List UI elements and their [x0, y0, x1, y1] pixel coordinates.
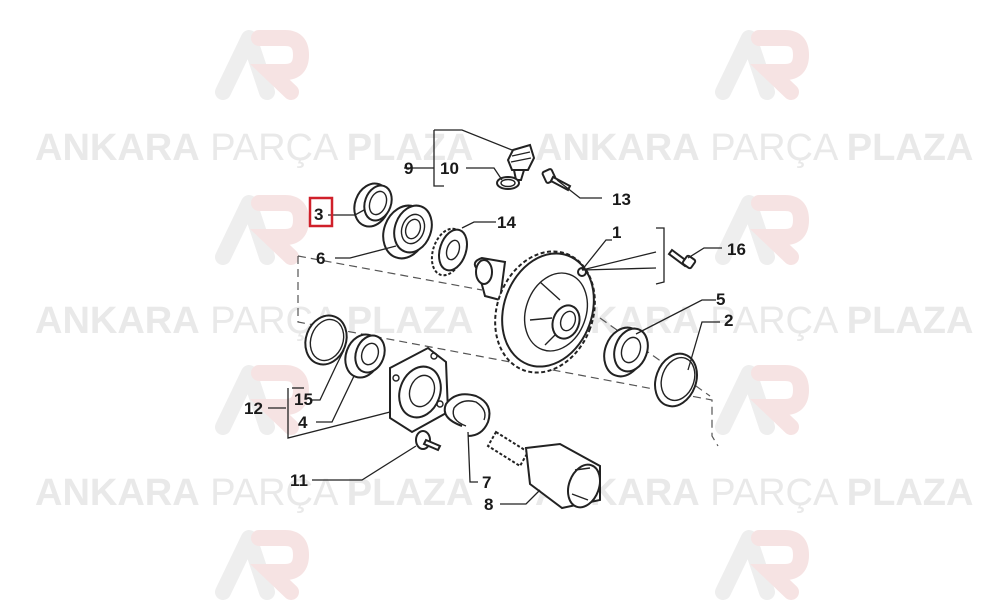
watermark-word-parca: PARÇA: [710, 472, 839, 514]
watermark-word-ankara: ANKARA: [35, 300, 200, 342]
leader-lines: [268, 129, 722, 505]
watermark-word-ankara: ANKARA: [35, 472, 200, 514]
callout-13[interactable]: 13: [612, 190, 631, 209]
callout-labels: 3 6 9 10 13 14 1 16 5 2 15 12 4 11 7 8: [244, 159, 746, 514]
callout-11[interactable]: 11: [290, 471, 308, 490]
watermark-word-ankara: ANKARA: [35, 127, 200, 169]
watermark-word-plaza: PLAZA: [347, 472, 474, 514]
watermark-word-plaza: PLAZA: [847, 472, 974, 514]
callout-12[interactable]: 12: [244, 399, 263, 418]
watermark-word-parca: PARÇA: [210, 127, 339, 169]
part-14-gear: [430, 227, 468, 277]
part-6-bearing: [382, 204, 433, 260]
callout-16[interactable]: 16: [727, 240, 746, 259]
flange-housing: [389, 346, 450, 434]
watermark-logo: [215, 30, 310, 100]
watermark-word-plaza: PLAZA: [847, 127, 974, 169]
callout-9[interactable]: 9: [404, 159, 413, 178]
callout-4[interactable]: 4: [298, 413, 308, 432]
highlight-box-part-3: [308, 196, 334, 228]
watermark-logo: [715, 195, 810, 265]
callout-8[interactable]: 8: [484, 495, 493, 514]
svg-text:ANKARA PARÇA PLAZA: ANKARA PARÇA PLAZA: [35, 472, 473, 514]
watermark-word-parca: PARÇA: [710, 127, 839, 169]
part-16-bolt: [667, 248, 697, 270]
callout-1[interactable]: 1: [612, 223, 621, 242]
part-5-bearing: [603, 326, 649, 378]
watermark-logo: [715, 530, 810, 600]
part-3-seal: [353, 182, 393, 228]
watermark-logo: [715, 365, 810, 435]
part-1-differential: [473, 250, 596, 374]
callout-6[interactable]: 6: [316, 249, 325, 268]
part-9-sensor: [506, 143, 536, 181]
svg-text:ANKARA PARÇA PLAZA: ANKARA PARÇA PLAZA: [35, 300, 473, 342]
assembly-boundary-dashed: [297, 255, 719, 447]
watermark-logos: [215, 30, 810, 600]
part-11-bolt: [415, 430, 442, 452]
watermark-word-parca: PARÇA: [710, 300, 839, 342]
callout-5[interactable]: 5: [716, 290, 725, 309]
svg-text:ANKARA PARÇA PLAZA: ANKARA PARÇA PLAZA: [535, 127, 973, 169]
callout-14[interactable]: 14: [497, 213, 516, 232]
watermark-word-plaza: PLAZA: [847, 300, 974, 342]
callout-7[interactable]: 7: [482, 473, 491, 492]
watermark-word-plaza: PLAZA: [347, 127, 474, 169]
part-7-circlip: [443, 393, 491, 437]
callout-10[interactable]: 10: [440, 159, 459, 178]
callout-15[interactable]: 15: [294, 390, 313, 409]
watermark-logo: [215, 195, 310, 265]
watermark-logo: [715, 30, 810, 100]
callout-2[interactable]: 2: [724, 311, 733, 330]
watermark-word-parca: PARÇA: [210, 472, 339, 514]
part-4-bearing: [344, 333, 386, 379]
watermark-word-ankara: ANKARA: [535, 127, 700, 169]
svg-text:ANKARA PARÇA PLAZA: ANKARA PARÇA PLAZA: [35, 127, 473, 169]
part-8-cv-joint: [486, 430, 601, 510]
watermark-logo: [215, 530, 310, 600]
part-15-o-ring: [304, 314, 348, 366]
svg-text:ANKARA PARÇA PLAZA: ANKARA PARÇA PLAZA: [535, 300, 973, 342]
callout-3[interactable]: 3: [314, 205, 323, 224]
part-2-shim-ring: [654, 352, 698, 408]
part-10-o-ring: [496, 176, 520, 190]
